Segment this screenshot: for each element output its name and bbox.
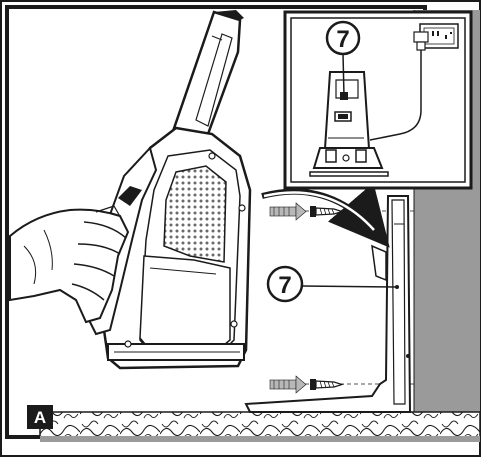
callout-leader-main <box>302 286 397 287</box>
floor-shelf <box>40 412 480 438</box>
callout-label-inset: 7 <box>336 26 349 53</box>
floor-shadow <box>40 436 480 442</box>
callout-leader-inset <box>343 54 344 96</box>
callout-label-main: 7 <box>278 272 291 299</box>
panel-label: A <box>34 408 46 427</box>
inset-box: 7 <box>285 12 471 188</box>
